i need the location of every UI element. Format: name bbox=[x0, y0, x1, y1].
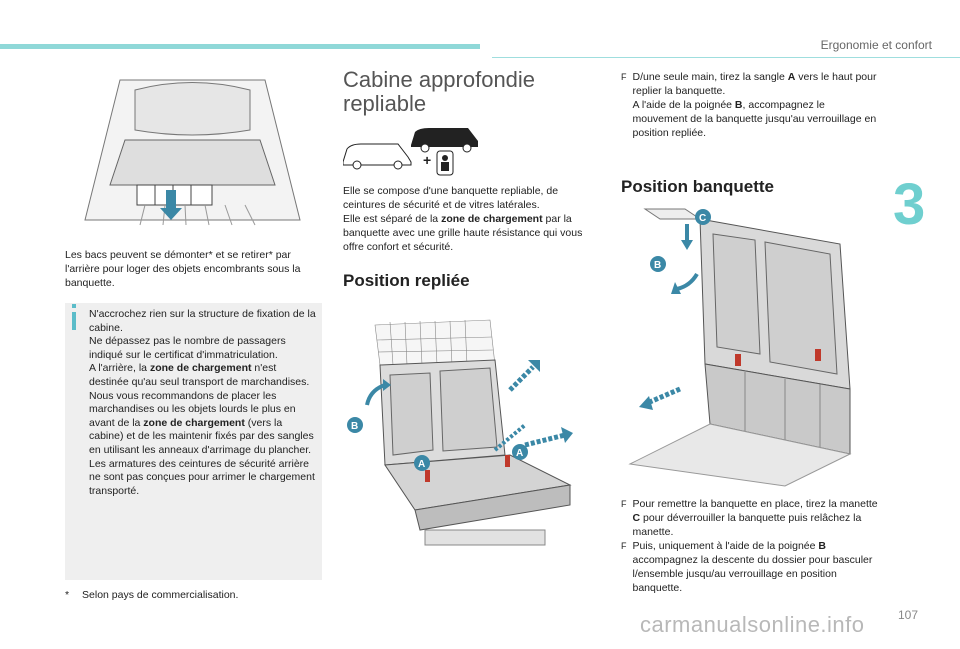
middle-intro: Elle se compose d'une banquette repliabl… bbox=[343, 184, 595, 254]
note-line: Nous vous recommandons de placer les mar… bbox=[89, 389, 314, 456]
step-fold: F D/une seule main, tirez la sangle A ve… bbox=[621, 70, 879, 140]
folded-bench-illustration: B A A bbox=[347, 319, 573, 546]
label-c: C bbox=[699, 213, 706, 224]
info-note-box bbox=[65, 303, 322, 580]
bullet-arrow-icon: F bbox=[621, 499, 627, 509]
van-models-icon: + bbox=[343, 128, 478, 176]
label-b: B bbox=[654, 260, 661, 271]
svg-text:+: + bbox=[423, 152, 431, 168]
footnote: * Selon pays de commercialisation. bbox=[65, 588, 323, 602]
info-icon bbox=[72, 312, 76, 330]
note-line: Ne dépassez pas le nombre de passagers i… bbox=[89, 335, 286, 361]
header-accent-bar bbox=[0, 44, 480, 49]
info-note-text: N'accrochez rien sur la structure de fix… bbox=[89, 308, 317, 498]
intro-text: Les bacs peuvent se démonter* et se reti… bbox=[65, 249, 301, 289]
page-section-title: Cabine approfondie repliable bbox=[343, 67, 536, 116]
footnote-star: * bbox=[65, 589, 70, 601]
label-a-left: A bbox=[418, 459, 425, 470]
section-title-folded: Position repliée bbox=[343, 271, 470, 290]
bullet-arrow-icon: F bbox=[621, 541, 627, 551]
bench-position-illustration: C B bbox=[628, 208, 852, 487]
middle-intro-a: Elle se compose d'une banquette repliabl… bbox=[343, 185, 559, 211]
label-a-right: A bbox=[516, 448, 523, 459]
page-number: 107 bbox=[898, 608, 919, 622]
label-b: B bbox=[351, 421, 358, 432]
section-title-bench: Position banquette bbox=[621, 177, 774, 196]
header-divider bbox=[492, 57, 960, 58]
note-line: N'accrochez rien sur la structure de fix… bbox=[89, 308, 316, 334]
storage-bins-illustration bbox=[65, 70, 320, 235]
note-line: Les armatures des ceintures de sécurité … bbox=[89, 457, 315, 497]
step-unfold: F Pour remettre la banquette en place, t… bbox=[621, 497, 879, 595]
step-1: F D/une seule main, tirez la sangle A ve… bbox=[621, 71, 877, 139]
chapter-number: 3 bbox=[893, 172, 926, 237]
middle-intro-b: Elle est séparé de la zone de chargement… bbox=[343, 213, 583, 253]
middle-title-block: Cabine approfondie repliable bbox=[343, 68, 593, 116]
watermark: carmanualsonline.info bbox=[640, 612, 865, 637]
step-3: F Puis, uniquement à l'aide de la poigné… bbox=[621, 540, 873, 594]
bench-section-heading: Position banquette bbox=[621, 177, 879, 196]
note-line: A l'arrière, la zone de chargement n'est… bbox=[89, 362, 310, 388]
step-2: F Pour remettre la banquette en place, t… bbox=[621, 498, 878, 538]
header-title: Ergonomie et confort bbox=[820, 38, 932, 52]
intro-paragraph: Les bacs peuvent se démonter* et se reti… bbox=[65, 248, 323, 290]
info-icon-dot bbox=[72, 304, 76, 308]
bullet-arrow-icon: F bbox=[621, 72, 627, 82]
footnote-text: Selon pays de commercialisation. bbox=[82, 589, 239, 601]
folded-section-heading: Position repliée bbox=[343, 271, 595, 290]
